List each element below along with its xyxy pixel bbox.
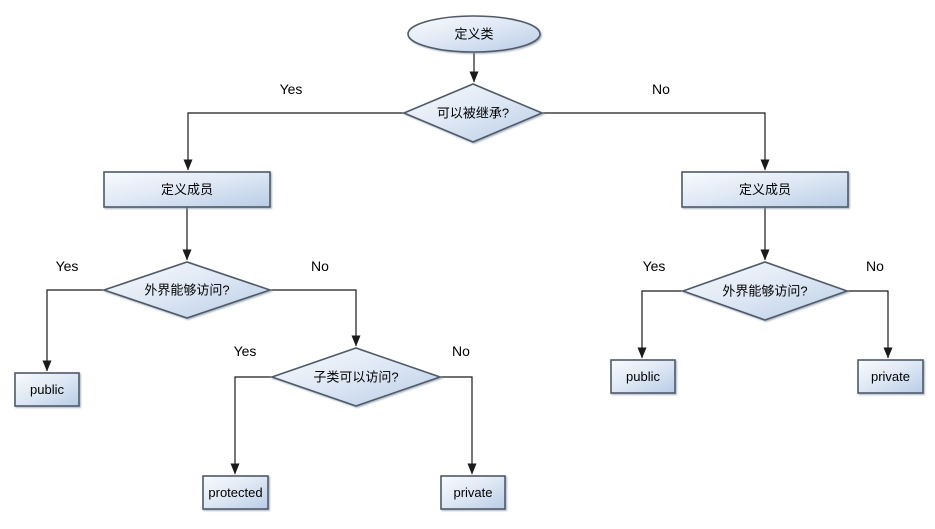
branch-label-no-10: No: [866, 258, 884, 274]
node-label-public-left: public: [30, 382, 64, 397]
branch-label-no-7: No: [452, 343, 470, 359]
diamond-shape: [680, 261, 850, 321]
edge-subclass-access-to-private-mid: No: [440, 343, 477, 475]
connector-arrow: [183, 112, 404, 171]
edge-subclass-access-to-protected: Yes: [230, 343, 272, 475]
node-public-right: public: [610, 359, 676, 394]
rect-shape: [14, 372, 80, 407]
node-subclass-access: 子类可以访问?: [269, 347, 443, 407]
node-public-left: public: [14, 372, 80, 407]
diamond-shape: [401, 83, 545, 143]
branch-label-no-5: No: [311, 258, 329, 274]
connector-arrow: [542, 112, 770, 171]
branch-label-yes-9: Yes: [643, 258, 666, 274]
diamond-shape: [269, 347, 443, 407]
branch-label-yes-6: Yes: [234, 343, 257, 359]
node-outside-access-right: 外界能够访问?: [680, 261, 850, 321]
node-inheritable: 可以被继承?: [401, 83, 545, 143]
rect-shape: [681, 171, 849, 208]
diamond-shape: [101, 261, 273, 319]
rect-shape: [103, 171, 271, 208]
edge-outside-access-right-to-public-right: Yes: [637, 258, 683, 359]
node-label-public-right: public: [626, 369, 660, 384]
node-private-right: private: [857, 359, 924, 394]
edge-outside-access-left-to-public-left: Yes: [42, 258, 104, 372]
node-label-inheritable: 可以被继承?: [437, 106, 509, 121]
node-label-private-mid: private: [453, 485, 492, 500]
node-label-define-members-left: 定义成员: [161, 182, 213, 197]
node-start: 定义类: [407, 15, 541, 53]
connector-arrow: [42, 289, 104, 372]
node-label-define-members-right: 定义成员: [739, 182, 791, 197]
rect-shape: [440, 475, 506, 510]
ellipse-shape: [407, 15, 541, 53]
rect-shape: [610, 359, 676, 394]
connector-arrow: [847, 290, 893, 359]
node-label-outside-access-left: 外界能够访问?: [144, 283, 229, 298]
edge-outside-access-left-to-subclass-access: No: [270, 258, 361, 347]
edge-inheritable-to-define-members-left: Yes: [183, 81, 404, 171]
node-label-private-right: private: [871, 369, 910, 384]
rect-shape: [857, 359, 924, 394]
connector-arrow: [637, 290, 683, 359]
edge-outside-access-right-to-private-right: No: [847, 258, 893, 359]
node-protected: protected: [202, 475, 269, 510]
connector-arrow: [230, 376, 272, 475]
node-label-subclass-access: 子类可以访问?: [313, 370, 398, 385]
node-outside-access-left: 外界能够访问?: [101, 261, 273, 319]
node-label-outside-access-right: 外界能够访问?: [722, 284, 807, 299]
node-label-protected: protected: [208, 485, 262, 500]
branch-label-yes-4: Yes: [56, 258, 79, 274]
node-private-mid: private: [440, 475, 506, 510]
node-define-members-right: 定义成员: [681, 171, 849, 208]
connector-arrow: [440, 376, 477, 475]
connector-arrow: [270, 289, 361, 347]
rect-shape: [202, 475, 269, 510]
node-define-members-left: 定义成员: [103, 171, 271, 208]
branch-label-no-2: No: [652, 81, 670, 97]
node-label-start: 定义类: [454, 27, 493, 42]
branch-label-yes-1: Yes: [280, 81, 303, 97]
edge-inheritable-to-define-members-right: No: [542, 81, 770, 171]
